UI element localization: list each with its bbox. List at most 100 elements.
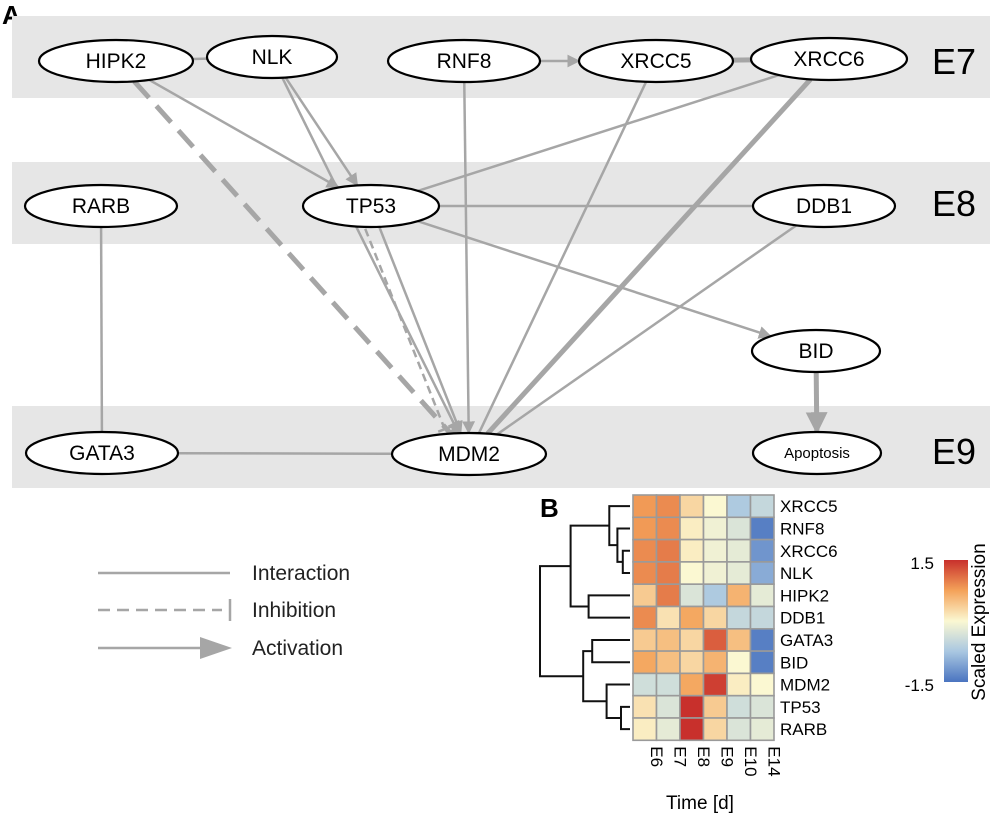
node-rarb: RARB	[23, 183, 179, 229]
node-ellipse	[577, 38, 735, 84]
heatmap-cell-tp53-e7	[655, 694, 681, 719]
heatmap-cell-bid-e10	[726, 650, 752, 675]
edge-xrcc6-mdm2-interaction	[485, 77, 813, 436]
heatmap-row-label-nlk: NLK	[780, 564, 814, 583]
node-ddb1: DDB1	[751, 183, 897, 229]
heatmap-cell-ddb1-e14	[749, 605, 775, 630]
heatmap-cell-hipk2-e10	[726, 583, 752, 608]
edge-nlk-mdm2-activation	[281, 77, 460, 435]
legend-inhibition-label: Inhibition	[252, 599, 336, 622]
heatmap-cell-xrcc6-e6	[632, 538, 658, 563]
heatmap-cell-rnf8-e7	[655, 516, 681, 541]
heatmap-cell-mdm2-e9	[702, 672, 728, 697]
node-ellipse	[390, 431, 548, 477]
heatmap-cell-gata3-e10	[726, 627, 752, 652]
heatmap-column-label-e9: E9	[717, 746, 736, 767]
heatmap-cell-nlk-e8	[679, 561, 705, 586]
colorbar-max-label: 1.5	[910, 554, 934, 573]
node-ellipse	[386, 38, 542, 84]
node-ellipse	[37, 38, 195, 84]
heatmap-cell-xrcc5-e6	[632, 494, 658, 519]
heatmap-cell-bid-e6	[632, 650, 658, 675]
heatmap-row-label-tp53: TP53	[780, 698, 821, 717]
node-nlk: NLK	[205, 34, 339, 80]
node-ellipse	[751, 430, 883, 476]
edge-hipk2-mdm2-inhibition	[132, 79, 453, 436]
heatmap-cell-nlk-e7	[655, 561, 681, 586]
edge-rnf8-mdm2-activation	[462, 81, 476, 435]
heatmap-row-labels: XRCC5RNF8XRCC6NLKHIPK2DDB1GATA3BIDMDM2TP…	[780, 497, 838, 739]
node-gata3: GATA3	[24, 430, 180, 476]
heatmap-cell-gata3-e7	[655, 627, 681, 652]
edge-inhibition-bar	[437, 425, 452, 433]
heatmap-cell-hipk2-e9	[702, 583, 728, 608]
legend-interaction-label: Interaction	[252, 562, 350, 585]
edge-bid-apoptosis-activation	[805, 371, 828, 435]
colorbar-title: Scaled Expression	[969, 543, 990, 700]
dendrogram-branch	[605, 683, 630, 719]
heatmap-cell-mdm2-e6	[632, 672, 658, 697]
heatmap-cell-bid-e14	[749, 650, 775, 675]
edge-tp53-mdm2-activation	[378, 226, 463, 435]
colorbar-gradient	[944, 560, 968, 682]
colorbar-min-label: -1.5	[905, 676, 934, 695]
heatmap-cell-mdm2-e10	[726, 672, 752, 697]
heatmap-cell-ddb1-e6	[632, 605, 658, 630]
node-label: RNF8	[437, 50, 492, 73]
heatmap-cell-ddb1-e10	[726, 605, 752, 630]
node-ellipse	[205, 34, 339, 80]
heatmap-cell-rarb-e10	[726, 717, 752, 742]
heatmap-cell-nlk-e14	[749, 561, 775, 586]
node-xrcc5: XRCC5	[577, 38, 735, 84]
heatmap-cell-rarb-e7	[655, 717, 681, 742]
node-mdm2: MDM2	[390, 431, 548, 477]
node-label: Apoptosis	[784, 445, 850, 462]
heatmap-cell-rnf8-e14	[749, 516, 775, 541]
heatmap-cell-xrcc6-e7	[655, 538, 681, 563]
node-tp53: TP53	[301, 183, 441, 229]
dendrogram-branch	[608, 505, 630, 547]
heatmap-cell-xrcc5-e8	[679, 494, 705, 519]
heatmap-cell-nlk-e9	[702, 561, 728, 586]
band-label-e7: E7	[932, 41, 976, 82]
band-label-e8: E8	[932, 183, 976, 224]
node-label: XRCC5	[620, 50, 691, 73]
node-label: BID	[798, 340, 833, 363]
node-ellipse	[750, 328, 882, 374]
heatmap-row-label-bid: BID	[780, 653, 808, 672]
edge-ddb1-mdm2-interaction	[496, 224, 798, 436]
heatmap-cell-gata3-e14	[749, 627, 775, 652]
heatmap-cell-xrcc5-e10	[726, 494, 752, 519]
node-label: XRCC6	[793, 48, 864, 71]
heatmap-row-label-mdm2: MDM2	[780, 676, 830, 695]
node-label: TP53	[346, 195, 396, 218]
node-label: GATA3	[69, 442, 135, 465]
heatmap-column-label-e6: E6	[647, 746, 666, 767]
dendrogram-branch	[620, 705, 630, 731]
legend-activation-arrowhead	[200, 637, 232, 659]
legend: Interaction Inhibition Activation	[98, 562, 350, 660]
heatmap-cell-tp53-e10	[726, 694, 752, 719]
heatmap-cell-xrcc5-e9	[702, 494, 728, 519]
heatmap-cell-gata3-e9	[702, 627, 728, 652]
heatmap-cell-ddb1-e7	[655, 605, 681, 630]
heatmap-column-label-e14: E14	[764, 746, 783, 776]
node-bid: BID	[750, 328, 882, 374]
colorbar: 1.5 -1.5 Scaled Expression	[905, 543, 990, 700]
node-label: MDM2	[438, 443, 500, 466]
node-label: RARB	[72, 195, 130, 218]
edge-xrcc5-mdm2-interaction	[477, 81, 648, 434]
node-ellipse	[301, 183, 441, 229]
heatmap-cell-tp53-e8	[679, 694, 705, 719]
heatmap-cell-ddb1-e8	[679, 605, 705, 630]
heatmap-cell-xrcc6-e10	[726, 538, 752, 563]
heatmap-cell-rnf8-e6	[632, 516, 658, 541]
heatmap-cell-rarb-e9	[702, 717, 728, 742]
heatmap-column-label-e8: E8	[694, 746, 713, 767]
network-edges	[99, 54, 828, 456]
heatmap-row-label-xrcc5: XRCC5	[780, 497, 838, 516]
edge-nlk-tp53-activation	[284, 76, 359, 187]
heatmap-cell-xrcc5-e14	[749, 494, 775, 519]
